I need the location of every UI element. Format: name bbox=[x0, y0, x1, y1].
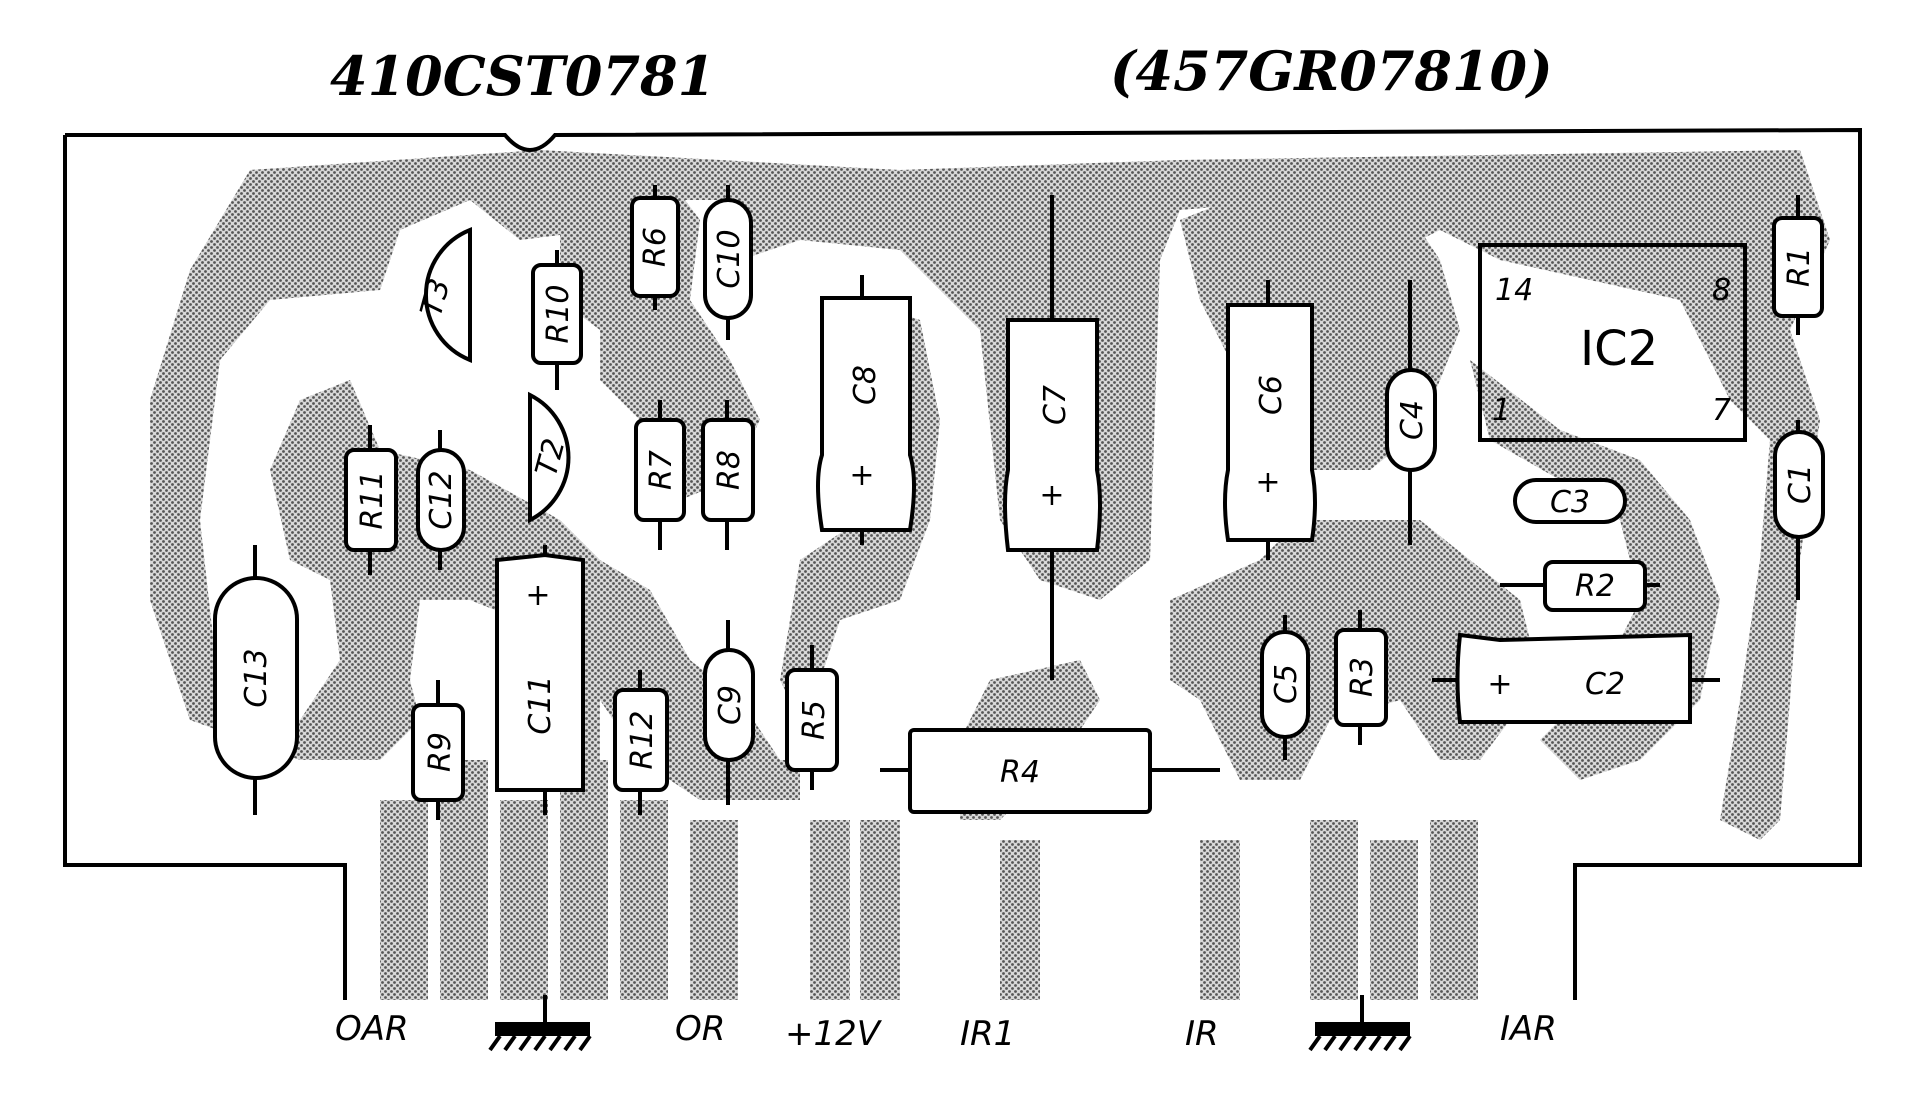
svg-text:R6: R6 bbox=[638, 227, 673, 267]
board-outline bbox=[63, 127, 1862, 1000]
resistor-r3: R3 bbox=[1334, 610, 1388, 745]
svg-text:R8: R8 bbox=[712, 450, 747, 490]
svg-text:R7: R7 bbox=[644, 450, 679, 490]
resistor-r1: R1 bbox=[1772, 195, 1824, 335]
svg-text:R3: R3 bbox=[1345, 657, 1380, 697]
connector-ir1-label: IR1 bbox=[960, 1014, 1015, 1054]
ic-pin-8-label: 8 bbox=[1712, 273, 1731, 308]
svg-text:C13: C13 bbox=[239, 648, 274, 707]
capacitor-c1: C1 bbox=[1773, 420, 1825, 600]
svg-text:+: + bbox=[1039, 478, 1064, 513]
resistor-r10: R10 bbox=[531, 250, 583, 390]
connector-ir-label: IR bbox=[1185, 1014, 1219, 1054]
svg-text:R9: R9 bbox=[423, 732, 458, 772]
ground-icon bbox=[1308, 995, 1412, 1052]
svg-text:+: + bbox=[1255, 465, 1280, 500]
capacitor-c9: C9 bbox=[703, 620, 755, 805]
svg-text:C5: C5 bbox=[1269, 664, 1304, 704]
svg-text:R10: R10 bbox=[541, 284, 576, 343]
svg-text:R1: R1 bbox=[1782, 247, 1817, 287]
resistor-r12: R12 bbox=[613, 670, 669, 815]
svg-text:C9: C9 bbox=[713, 685, 748, 725]
svg-text:C11: C11 bbox=[523, 675, 558, 734]
resistor-r7: R7 bbox=[634, 400, 686, 550]
svg-text:R4: R4 bbox=[1000, 755, 1040, 790]
connector-iar-label: IAR bbox=[1500, 1009, 1557, 1049]
transistor-t3: T3 bbox=[414, 227, 472, 363]
svg-text:C2: C2 bbox=[1585, 667, 1625, 702]
svg-text:C6: C6 bbox=[1254, 375, 1289, 415]
capacitor-c4: C4 bbox=[1385, 280, 1437, 545]
transistor-t2: T2 bbox=[528, 391, 573, 524]
connector-12v-label: +12V bbox=[785, 1014, 883, 1054]
resistor-r11: R11 bbox=[344, 425, 398, 575]
ic-pin-7-label: 7 bbox=[1712, 393, 1731, 428]
svg-text:C4: C4 bbox=[1395, 400, 1430, 440]
capacitor-c6: C6 + bbox=[1223, 280, 1317, 560]
integrated-circuit-ic2: IC2 14 8 1 7 bbox=[1478, 243, 1747, 442]
svg-text:C3: C3 bbox=[1550, 485, 1590, 520]
capacitor-c2: + C2 bbox=[1432, 632, 1720, 724]
resistor-r5: R5 bbox=[785, 645, 839, 790]
board-alt-part-number: (457GR07810) bbox=[1110, 39, 1553, 103]
connector-oar-label: OAR bbox=[335, 1009, 409, 1049]
capacitor-c3: C3 bbox=[1513, 478, 1627, 524]
svg-text:C7: C7 bbox=[1038, 385, 1073, 425]
svg-text:R11: R11 bbox=[355, 470, 390, 529]
ic-pin-1-label: 1 bbox=[1492, 393, 1511, 428]
svg-text:C8: C8 bbox=[848, 365, 883, 405]
resistor-r4: R4 bbox=[880, 728, 1220, 814]
svg-text:+: + bbox=[525, 578, 550, 613]
resistor-r6: R6 bbox=[630, 185, 680, 310]
resistor-r9: R9 bbox=[411, 680, 465, 820]
connector-or-label: OR bbox=[675, 1009, 725, 1049]
board-part-number: 410CST0781 bbox=[330, 44, 715, 108]
svg-text:R5: R5 bbox=[797, 700, 832, 740]
capacitor-c11: + C11 bbox=[495, 545, 585, 815]
svg-text:R12: R12 bbox=[625, 710, 660, 769]
resistor-r8: R8 bbox=[701, 400, 755, 550]
svg-text:+: + bbox=[849, 458, 874, 493]
resistor-r2: R2 bbox=[1500, 560, 1660, 612]
capacitor-c5: C5 bbox=[1260, 615, 1310, 760]
svg-text:IC2: IC2 bbox=[1580, 321, 1658, 377]
svg-text:C10: C10 bbox=[712, 229, 747, 288]
svg-text:R2: R2 bbox=[1575, 569, 1615, 604]
ic-pin-14-label: 14 bbox=[1495, 273, 1533, 308]
capacitor-c7: C7 + bbox=[1003, 195, 1102, 680]
capacitor-c12: C12 bbox=[416, 430, 466, 570]
svg-text:C12: C12 bbox=[424, 470, 459, 529]
ground-icon bbox=[488, 995, 592, 1052]
capacitor-c13: C13 bbox=[213, 545, 299, 815]
capacitor-c10: C10 bbox=[703, 185, 753, 340]
svg-text:+: + bbox=[1487, 667, 1512, 702]
capacitor-c8: C8 + bbox=[816, 275, 916, 545]
svg-text:C1: C1 bbox=[1783, 464, 1818, 504]
